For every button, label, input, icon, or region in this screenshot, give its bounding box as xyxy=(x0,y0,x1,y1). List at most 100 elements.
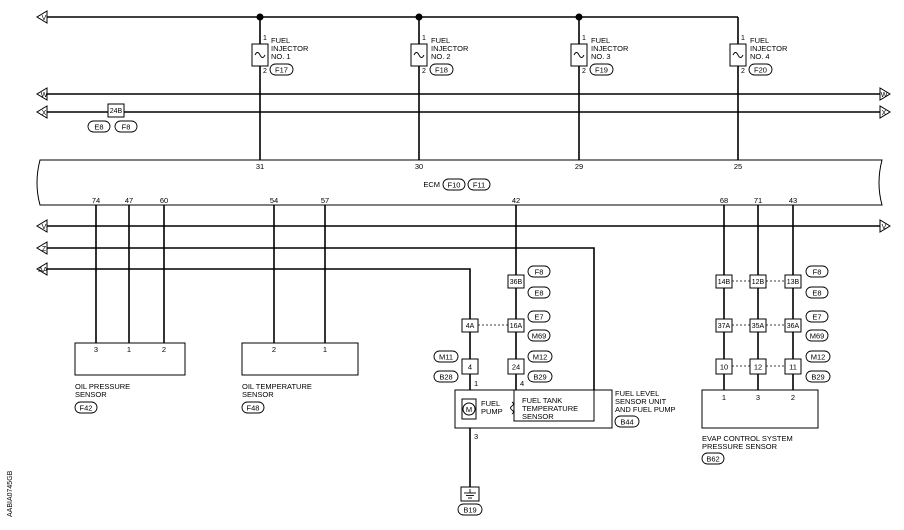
svg-text:30: 30 xyxy=(415,162,423,171)
svg-text:3: 3 xyxy=(756,393,760,402)
svg-text:EVAP CONTROL SYSTEM: EVAP CONTROL SYSTEM xyxy=(702,434,793,443)
svg-text:1: 1 xyxy=(722,393,726,402)
svg-text:74: 74 xyxy=(92,196,100,205)
joint-connector-24b: 24B E8 F8 xyxy=(87,103,138,133)
svg-text:25: 25 xyxy=(734,162,742,171)
arrow-v-lower-left: V xyxy=(36,219,48,233)
svg-text:M69: M69 xyxy=(532,332,547,341)
arrow-v-top: V xyxy=(36,10,48,24)
svg-text:M: M xyxy=(466,405,472,414)
svg-text:F20: F20 xyxy=(754,66,767,75)
ground-icon: B19 xyxy=(457,486,483,516)
arrow-aa-left: AA xyxy=(36,262,48,276)
svg-text:12B: 12B xyxy=(752,279,765,286)
svg-text:V: V xyxy=(42,15,47,22)
svg-text:AA: AA xyxy=(38,267,48,274)
svg-text:M11: M11 xyxy=(439,353,453,362)
svg-text:F8: F8 xyxy=(535,268,544,277)
fuel-level-sensor-path: 36B F8 E8 4A 16A E7 M69 M11 B28 4 24 M12… xyxy=(433,205,676,487)
svg-text:PUMP: PUMP xyxy=(481,407,503,416)
fuel-injector-3: 1 2 FUEL INJECTOR NO. 3 F19 xyxy=(570,17,629,160)
svg-text:M12: M12 xyxy=(533,353,548,362)
svg-text:36B: 36B xyxy=(510,279,523,286)
svg-text:E7: E7 xyxy=(534,313,543,322)
svg-text:X: X xyxy=(882,110,887,117)
svg-text:TEMPERATURE: TEMPERATURE xyxy=(522,404,578,413)
svg-text:68: 68 xyxy=(720,196,728,205)
svg-text:SENSOR: SENSOR xyxy=(242,390,274,399)
svg-text:FUEL: FUEL xyxy=(591,36,610,45)
svg-text:E8: E8 xyxy=(812,289,821,298)
svg-text:3: 3 xyxy=(94,345,98,354)
svg-text:1: 1 xyxy=(127,345,131,354)
svg-text:1: 1 xyxy=(323,345,327,354)
fuel-injector-2: 1 2 FUEL INJECTOR NO. 2 F18 xyxy=(410,17,469,160)
svg-text:B19: B19 xyxy=(463,506,476,515)
svg-text:FUEL TANK: FUEL TANK xyxy=(522,396,562,405)
arrow-w-left: W xyxy=(36,87,48,101)
arrow-w-right: W xyxy=(879,87,891,101)
svg-text:M12: M12 xyxy=(811,353,826,362)
svg-text:W: W xyxy=(881,92,888,99)
arrow-x-right: X xyxy=(879,105,891,119)
svg-text:36A: 36A xyxy=(787,323,800,330)
svg-text:FUEL LEVEL: FUEL LEVEL xyxy=(615,389,659,398)
svg-text:INJECTOR: INJECTOR xyxy=(750,44,788,53)
diagram-code: AABIA0745GB xyxy=(7,470,14,517)
svg-text:SENSOR: SENSOR xyxy=(75,390,107,399)
svg-text:2: 2 xyxy=(791,393,795,402)
svg-text:INJECTOR: INJECTOR xyxy=(591,44,629,53)
svg-text:OIL PRESSURE: OIL PRESSURE xyxy=(75,382,130,391)
svg-text:NO. 1: NO. 1 xyxy=(271,52,291,61)
svg-text:4: 4 xyxy=(468,363,472,372)
svg-text:2: 2 xyxy=(263,68,267,75)
svg-text:SENSOR UNIT: SENSOR UNIT xyxy=(615,397,667,406)
svg-text:31: 31 xyxy=(256,162,264,171)
svg-text:24: 24 xyxy=(512,363,520,372)
svg-text:11: 11 xyxy=(789,363,797,372)
svg-text:B29: B29 xyxy=(533,373,546,382)
svg-text:Z: Z xyxy=(42,246,47,253)
svg-text:4A: 4A xyxy=(466,323,475,330)
svg-text:B28: B28 xyxy=(439,373,452,382)
svg-text:57: 57 xyxy=(321,196,329,205)
svg-text:60: 60 xyxy=(160,196,168,205)
svg-text:43: 43 xyxy=(789,196,797,205)
svg-text:10: 10 xyxy=(720,363,728,372)
svg-text:AND FUEL PUMP: AND FUEL PUMP xyxy=(615,405,676,414)
svg-text:FUEL: FUEL xyxy=(481,399,500,408)
svg-text:NO. 3: NO. 3 xyxy=(591,52,611,61)
svg-text:F42: F42 xyxy=(80,404,93,413)
svg-text:4: 4 xyxy=(520,379,524,388)
svg-text:1: 1 xyxy=(474,379,478,388)
svg-text:F17: F17 xyxy=(275,66,288,75)
svg-text:FUEL: FUEL xyxy=(750,36,769,45)
svg-text:NO. 4: NO. 4 xyxy=(750,52,770,61)
svg-text:1: 1 xyxy=(422,35,426,42)
bus-z-wire xyxy=(47,247,595,390)
svg-text:E7: E7 xyxy=(812,313,821,322)
svg-text:71: 71 xyxy=(754,196,762,205)
svg-text:12: 12 xyxy=(754,363,762,372)
svg-text:FUEL: FUEL xyxy=(431,36,450,45)
arrow-x-left: X xyxy=(36,105,48,119)
svg-text:1: 1 xyxy=(263,35,267,42)
svg-text:F8: F8 xyxy=(813,268,822,277)
arrow-z-left: Z xyxy=(36,241,48,255)
ecm-box: 31 30 29 25 ECM F10 F11 74 47 60 54 57 4… xyxy=(36,159,883,206)
svg-text:29: 29 xyxy=(575,162,583,171)
svg-text:ECM: ECM xyxy=(423,180,440,189)
svg-text:M69: M69 xyxy=(810,332,825,341)
svg-text:54: 54 xyxy=(270,196,278,205)
svg-text:37A: 37A xyxy=(718,323,731,330)
svg-text:14B: 14B xyxy=(718,279,731,286)
svg-text:2: 2 xyxy=(162,345,166,354)
svg-text:B44: B44 xyxy=(620,418,633,427)
svg-text:35A: 35A xyxy=(752,323,765,330)
svg-text:E8: E8 xyxy=(94,123,103,132)
svg-text:13B: 13B xyxy=(787,279,800,286)
fuel-injector-4: 1 2 FUEL INJECTOR NO. 4 F20 xyxy=(729,17,788,160)
svg-text:2: 2 xyxy=(741,68,745,75)
